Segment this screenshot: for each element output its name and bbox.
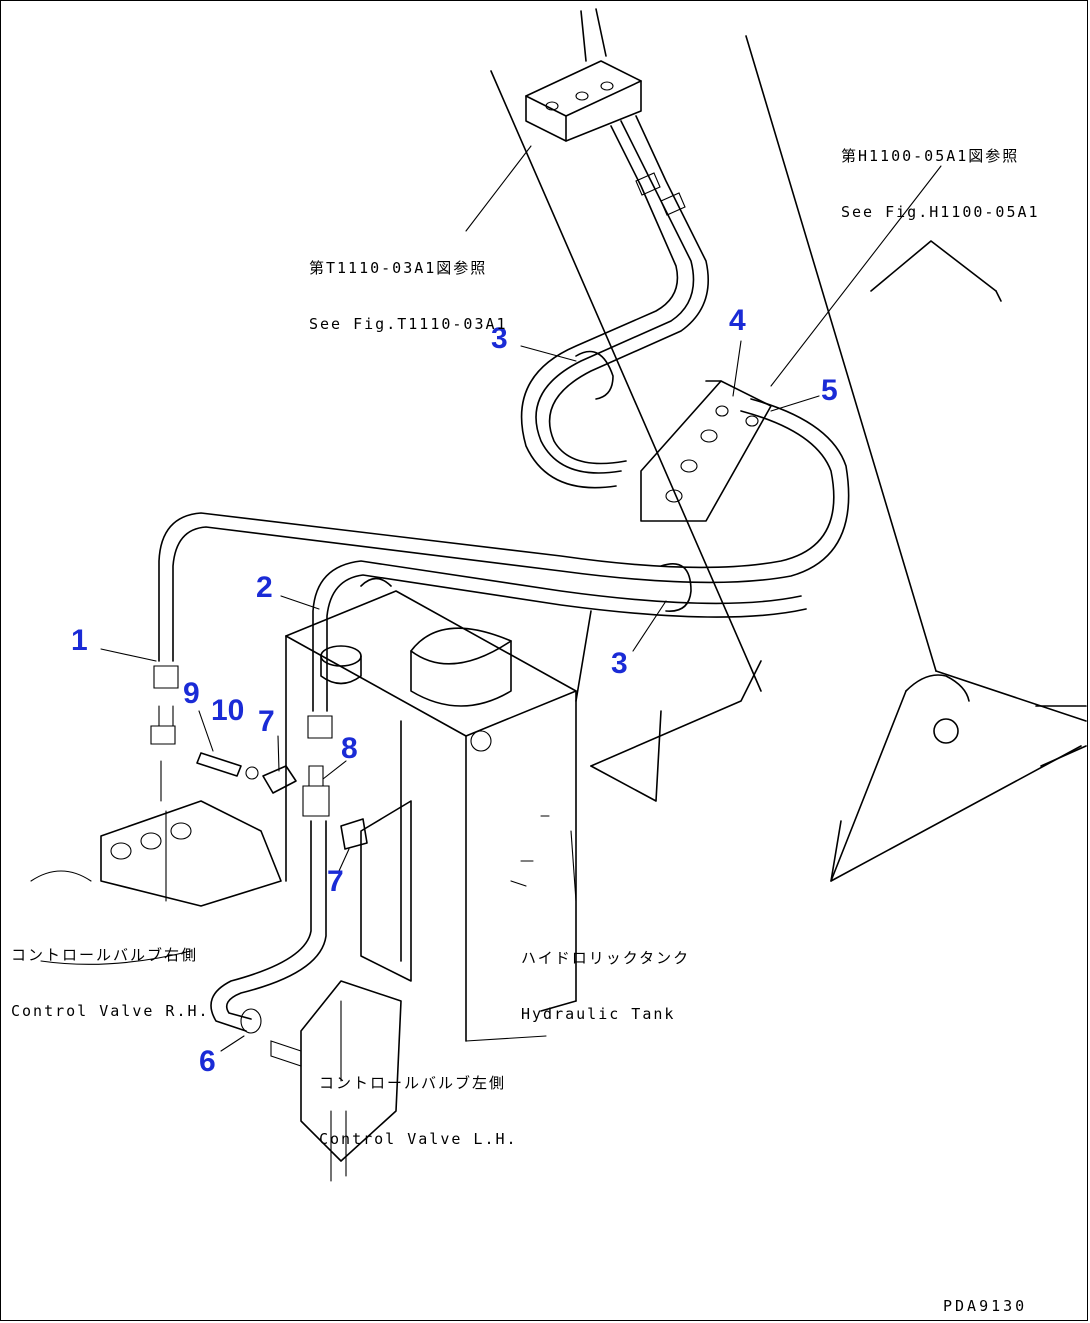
callout-6: 6 (199, 1045, 216, 1078)
ref-fig-h1100-en: See Fig.H1100-05A1 (841, 202, 1040, 221)
callout-4: 4 (729, 304, 746, 337)
clamp-lower (660, 563, 692, 612)
ref-fig-t1110-jp: 第T1110-03A1図参照 (309, 258, 488, 277)
callout-9: 9 (183, 677, 200, 710)
callout-7-lower: 7 (327, 865, 344, 898)
label-hydraulic-tank-jp: ハイドロリックタンク (521, 948, 691, 967)
bracket-plate (360, 800, 412, 982)
ref-fig-t1110: 第T1110-03A1図参照 See Fig.T1110-03A1 (309, 221, 508, 352)
label-control-valve-rh-en: Control Valve R.H. (11, 1001, 210, 1020)
label-control-valve-lh-en: Control Valve L.H. (319, 1129, 518, 1148)
label-control-valve-lh-jp: コントロールバルブ左側 (319, 1073, 507, 1092)
callout-2: 2 (256, 571, 273, 604)
hose-1 (150, 398, 850, 745)
callout-10: 10 (211, 694, 245, 727)
callout-8: 8 (341, 732, 358, 765)
manifold-block (640, 380, 772, 522)
callout-5: 5 (821, 374, 838, 407)
upper-hoses (520, 115, 709, 489)
control-valve-rh-shape (30, 760, 282, 965)
leader-lines (100, 145, 942, 1082)
hydraulic-tank-shape (285, 577, 577, 1042)
control-valve-lh-shape (270, 980, 402, 1182)
label-control-valve-lh: コントロールバルブ左側 Control Valve L.H. (319, 1036, 518, 1167)
label-hydraulic-tank: ハイドロリックタンク Hydraulic Tank (521, 911, 690, 1042)
callout-3-upper: 3 (491, 322, 508, 355)
drawing-number: PDA9130 (943, 1297, 1028, 1315)
hose-2 (307, 560, 807, 739)
upper-valve-block (525, 8, 642, 142)
ref-fig-h1100: 第H1100-05A1図参照 See Fig.H1100-05A1 (841, 109, 1040, 240)
ref-fig-h1100-jp: 第H1100-05A1図参照 (841, 146, 1020, 165)
callout-3-lower: 3 (611, 647, 628, 680)
label-control-valve-rh: コントロールバルブ右側 Control Valve R.H. (11, 908, 210, 1039)
callout-7-upper: 7 (258, 705, 275, 738)
clamp-upper (575, 350, 614, 400)
ref-fig-t1110-en: See Fig.T1110-03A1 (309, 314, 508, 333)
small-parts (196, 752, 368, 850)
boom-arm (490, 35, 1087, 882)
pipe-6 (210, 765, 330, 1034)
label-control-valve-rh-jp: コントロールバルブ右側 (11, 945, 199, 964)
callout-1: 1 (71, 624, 88, 657)
label-hydraulic-tank-en: Hydraulic Tank (521, 1004, 676, 1023)
